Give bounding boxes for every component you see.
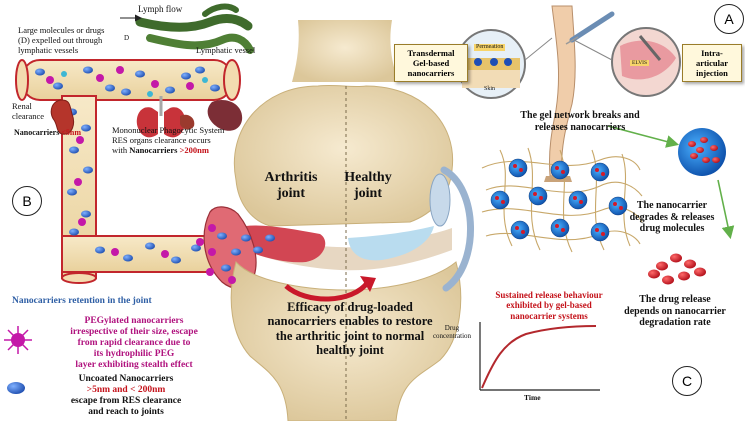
drug-release-line-3: degradation rate: [639, 317, 711, 328]
large-molecules-label: Large molecules or drugs (D) expelled ou…: [18, 25, 105, 55]
elvis-label: ELVIS: [630, 60, 650, 67]
transdermal-label: Transdermal Gel-based nanocarriers: [394, 44, 468, 82]
nanocarriers-lt-5nm: Nanocarriers <5nm: [14, 128, 81, 137]
healthy-line-2: joint: [354, 186, 382, 202]
large-molecules-line-3: lymphatic vessels: [18, 44, 79, 55]
intra-articular-label: Intra- articular injection: [682, 44, 742, 82]
intra-line-1: Intra-: [701, 48, 723, 58]
mps-line-2: RES organs clearance occurs: [112, 134, 211, 145]
release-title-line-3: nanocarrier systems: [510, 310, 588, 321]
peg-line-5: layer exhibiting stealth effect: [75, 359, 193, 370]
renal-clearance-line-1: Renal: [12, 101, 32, 111]
arthritis-line-2: joint: [277, 186, 305, 202]
peg-line-1: PEGylated nanocarriers: [84, 316, 184, 326]
efficacy-line-1: Efficacy of drug-loaded: [287, 300, 413, 314]
release-curve-chart: [479, 322, 600, 391]
lymphatic-vessel-label: Lymphatic vessel: [196, 45, 256, 55]
efficacy-line-2: nanocarriers enables to restore: [267, 314, 433, 329]
permeation-label: Permeation: [474, 44, 506, 51]
degrades-label: The nanocarrier degrades & releases drug…: [624, 200, 720, 235]
intra-line-2: articular: [695, 58, 729, 68]
drug-release-line-1: The drug release: [639, 294, 711, 305]
released-nanocarrier-graphic: [678, 128, 726, 176]
degrades-line-2: degrades & releases: [629, 211, 715, 223]
uncoated-line-4: and reach to joints: [88, 406, 164, 417]
uncoated-line-1: Uncoated Nanocarriers: [78, 374, 174, 384]
retention-heading: Nanocarriers retention in the joint: [12, 296, 152, 306]
mps-clearance-label: Mononuclear Phagocytic System RES organs…: [112, 125, 225, 156]
mps-with: with: [112, 144, 128, 155]
skin-label: Skin: [484, 86, 496, 92]
nanocarriers-gt-label: Nanocarriers: [129, 144, 178, 155]
uncoated-line-3: escape from RES clearance: [70, 395, 182, 406]
nanocarriers-lt-label: Nanocarriers: [14, 128, 60, 137]
uncoated-description: Uncoated Nanocarriers >5nm and < 200nm e…: [36, 374, 216, 418]
large-molecules-line-2: (D) expelled out through: [18, 34, 103, 45]
legend-icons: [4, 326, 32, 394]
process-arrows: [607, 125, 735, 240]
vessel-particles: [35, 66, 220, 264]
lymph-flow-label: Lymph flow: [138, 4, 183, 14]
panel-label-b: B: [12, 186, 42, 216]
peg-description: PEGylated nanocarriers irrespective of t…: [36, 316, 232, 371]
renal-clearance-line-2: clearance: [12, 110, 45, 121]
arthritis-line-1: Arthritis: [264, 170, 318, 185]
delivery-routes-graphic: [456, 5, 681, 182]
lymphatic-vessel-graphic: [120, 3, 254, 54]
peg-line-2: irrespective of their size, escape: [70, 326, 198, 337]
drug-release-label: The drug release depends on nanocarrier …: [612, 294, 738, 329]
peg-line-4: its hydrophilic PEG: [93, 348, 175, 359]
uncoated-line-2: >5nm and < 200nm: [86, 384, 166, 395]
transdermal-line-2: Gel-based: [412, 58, 450, 68]
gel-network-graphic: [481, 147, 643, 253]
peg-line-3: from rapid clearance due to: [77, 337, 191, 348]
drug-release-line-2: depends on nanocarrier: [624, 305, 726, 317]
gel-breaks-label: The gel network breaks and releases nano…: [500, 110, 660, 133]
efficacy-line-3: the arthritic joint to normal: [275, 328, 425, 343]
ylabel-line-2: concentration: [432, 332, 472, 341]
panel-label-a: A: [714, 4, 744, 34]
nanocarriers-lt-value: <5nm: [61, 128, 81, 137]
degrades-line-1: The nanocarrier: [636, 200, 708, 211]
large-molecules-line-1: Large molecules or drugs: [18, 25, 105, 35]
drug-molecules-graphic: [648, 253, 706, 285]
intra-line-3: injection: [696, 68, 728, 78]
mps-line-3: with Nanocarriers >200nm: [112, 144, 224, 156]
degrades-line-3: drug molecules: [639, 223, 705, 234]
knee-joint-graphic: [196, 20, 474, 421]
healthy-line-1: Healthy: [344, 170, 392, 185]
arthritis-joint-label: Arthritis joint: [256, 170, 326, 202]
blood-vessel-network: [15, 59, 241, 284]
release-title-line-1: Sustained release behaviour: [495, 290, 603, 300]
transdermal-line-1: Transdermal: [407, 48, 455, 58]
transdermal-line-3: nanocarriers: [407, 68, 455, 78]
gel-breaks-line-1: The gel network breaks and: [520, 110, 640, 121]
release-chart-ylabel: Drug concentration: [424, 324, 480, 340]
renal-clearance-label: Renal clearance: [12, 101, 45, 122]
mps-line-1: Mononuclear Phagocytic System: [112, 125, 225, 135]
res-organs-graphic: [136, 96, 243, 138]
efficacy-statement: Efficacy of drug-loaded nanocarriers ena…: [246, 300, 454, 358]
nanocarriers-gt-value: >200nm: [179, 144, 209, 155]
gel-breaks-line-2: releases nanocarriers: [534, 121, 626, 133]
kidney-graphic: [50, 99, 75, 135]
drug-d-marker: D: [124, 34, 130, 42]
panel-label-c: C: [672, 366, 702, 396]
ylabel-line-1: Drug: [444, 324, 460, 332]
release-chart-xlabel: Time: [524, 393, 541, 402]
release-chart-title: Sustained release behaviour exhibited by…: [486, 290, 612, 321]
efficacy-line-4: healthy joint: [316, 343, 384, 358]
healthy-joint-label: Healthy joint: [332, 170, 404, 202]
release-title-line-2: exhibited by gel-based: [506, 300, 592, 311]
